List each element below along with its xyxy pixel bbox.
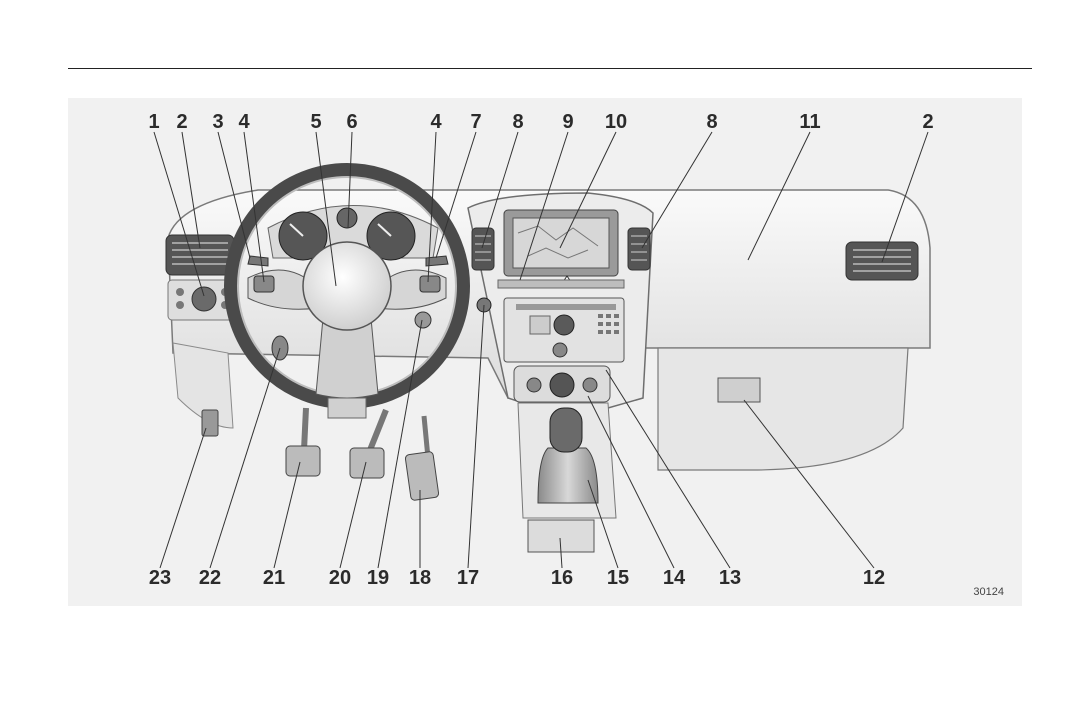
climate-knob-center (549, 372, 575, 398)
callout-6: 6 (346, 111, 358, 133)
callout-17: 17 (456, 567, 480, 589)
glovebox-handle (717, 377, 761, 403)
callout-19: 19 (366, 567, 390, 589)
wiper-lever (425, 255, 449, 267)
callout-5: 5 (310, 111, 322, 133)
dashboard-drawing (153, 131, 931, 569)
callout-18: 18 (408, 567, 432, 589)
left-vent (165, 234, 235, 276)
gear-knob (549, 407, 583, 453)
callout-1: 1 (148, 111, 160, 133)
right-wheel-controls (419, 275, 441, 293)
callout-13: 13 (718, 567, 742, 589)
callout-20: 20 (328, 567, 352, 589)
callout-8: 8 (512, 111, 524, 133)
leader-lines (153, 131, 929, 569)
callout-12: 12 (862, 567, 886, 589)
callout-4-right: 4 (430, 111, 442, 133)
callout-3: 3 (212, 111, 224, 133)
gear-boot (537, 447, 599, 504)
callout-15: 15 (606, 567, 630, 589)
callout-23: 23 (148, 567, 172, 589)
callout-10: 10 (604, 111, 628, 133)
callout-16: 16 (550, 567, 574, 589)
accelerator-pedal (404, 451, 440, 501)
turn-signal-lever (247, 255, 269, 267)
callout-21: 21 (262, 567, 286, 589)
pedals (285, 407, 440, 501)
callout-2-right: 2 (922, 111, 934, 133)
callout-7: 7 (470, 111, 482, 133)
dashboard-illustration: 1 2 3 4 5 6 4 7 8 9 10 8 11 2 23 22 21 2… (68, 98, 1022, 606)
steering-column (327, 397, 367, 419)
callout-11: 11 (799, 111, 821, 133)
light-switch (191, 286, 217, 312)
center-vent-right (627, 227, 651, 271)
airbag-hub (302, 241, 392, 331)
glovebox (657, 347, 909, 471)
callout-14: 14 (662, 567, 686, 589)
cruise-control (414, 311, 432, 329)
center-vent-left (471, 227, 495, 271)
figure-code: 30124 (973, 586, 1004, 598)
brake-pedal (349, 447, 385, 479)
clutch-pedal (285, 445, 321, 477)
callout-22: 22 (198, 567, 222, 589)
callout-8-right: 8 (706, 111, 718, 133)
left-wheel-controls (253, 275, 275, 293)
callout-2: 2 (176, 111, 188, 133)
callout-4: 4 (238, 111, 250, 133)
callout-9: 9 (562, 111, 574, 133)
header-rule (68, 68, 1032, 69)
